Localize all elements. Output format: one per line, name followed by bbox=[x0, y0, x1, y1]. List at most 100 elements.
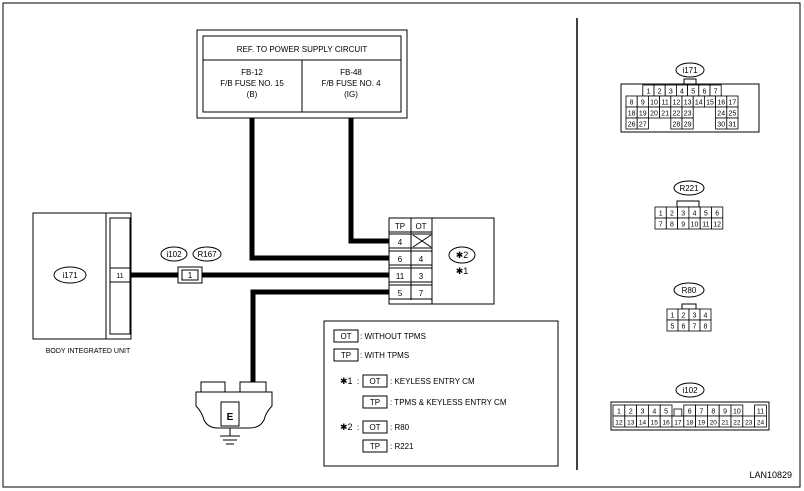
i171-pin-6: 6 bbox=[702, 89, 706, 96]
legend-tp-text: : WITH TPMS bbox=[360, 351, 409, 360]
r80-pin-6: 6 bbox=[682, 324, 686, 331]
i171-pin-7: 7 bbox=[714, 89, 718, 96]
power-supply-title: REF. TO POWER SUPPLY CIRCUIT bbox=[237, 45, 368, 54]
i171-pin-24: 24 bbox=[717, 111, 725, 118]
connector-r80-label: R80 bbox=[682, 286, 697, 295]
i171-pin-22: 22 bbox=[673, 111, 681, 118]
body-integrated-unit: i171 11 BODY INTEGRATED UNIT bbox=[32, 212, 132, 355]
r80-pin-7: 7 bbox=[693, 324, 697, 331]
i171-pin-1: 1 bbox=[646, 89, 650, 96]
module-star1-mark: ✱1 bbox=[456, 266, 469, 276]
r221-pin-1: 1 bbox=[659, 211, 663, 218]
r221-pin-7: 7 bbox=[659, 222, 663, 229]
i171-pin-26: 26 bbox=[628, 122, 636, 129]
i171-pin-31: 31 bbox=[729, 122, 737, 129]
i102-pin-21: 21 bbox=[721, 420, 729, 427]
r80-pin-8-cell bbox=[699, 319, 712, 332]
i102-pin-19: 19 bbox=[698, 420, 706, 427]
wire-fuse15 bbox=[249, 118, 389, 261]
module-row4-tp: 5 bbox=[398, 289, 403, 298]
legend-star2: ✱2 bbox=[340, 422, 353, 432]
module-row2-tp: 6 bbox=[398, 255, 403, 264]
i102-pin-4: 4 bbox=[652, 409, 656, 416]
legend-ot-text: : WITHOUT TPMS bbox=[360, 332, 426, 341]
legend-star2-ot-key: OT bbox=[369, 423, 380, 432]
legend-star2-colon: : bbox=[357, 423, 359, 432]
legend-star1-colon: : bbox=[357, 377, 359, 386]
joint-connector: i102 R167 1 bbox=[160, 246, 222, 284]
i171-pin-25: 25 bbox=[729, 111, 737, 118]
body-unit-label: BODY INTEGRATED UNIT bbox=[46, 348, 131, 355]
i171-pin-21: 21 bbox=[661, 111, 669, 118]
r221-pin-12: 12 bbox=[713, 222, 721, 229]
fuse-15-connector: FB-12 bbox=[241, 68, 263, 77]
wire-ground bbox=[250, 289, 389, 386]
i102-pin-17: 17 bbox=[674, 420, 682, 427]
module-row3-tp: 11 bbox=[396, 272, 405, 281]
body-unit-connector-label: i171 bbox=[62, 271, 78, 280]
i102-pin-20: 20 bbox=[710, 420, 718, 427]
body-unit-pin: 11 bbox=[116, 273, 123, 280]
i102-pin-5: 5 bbox=[664, 409, 668, 416]
r221-pin-11: 11 bbox=[702, 222, 709, 229]
i102-pin-10: 10 bbox=[733, 409, 741, 416]
i171-pin-29: 29 bbox=[684, 122, 692, 129]
r80-pin-2: 2 bbox=[682, 313, 686, 320]
ground-symbol: E bbox=[195, 381, 273, 445]
legend-star2-tp-text: : R221 bbox=[390, 442, 414, 451]
r80-pin-4: 4 bbox=[704, 313, 708, 320]
i171-pin-27: 27 bbox=[639, 122, 647, 129]
r80-pin-3: 3 bbox=[693, 313, 697, 320]
connector-i171-label: i171 bbox=[682, 66, 698, 75]
r221-pin-2: 2 bbox=[670, 211, 674, 218]
legend-star1-tp-text: : TPMS & KEYLESS ENTRY CM bbox=[390, 398, 507, 407]
r221-pin-9: 9 bbox=[681, 222, 685, 229]
diagram-code: LAN10829 bbox=[749, 470, 792, 480]
i171-pin-15: 15 bbox=[706, 100, 714, 107]
i171-pin-20: 20 bbox=[650, 111, 658, 118]
module-row1-tp: 4 bbox=[398, 238, 403, 247]
legend-star1: ✱1 bbox=[340, 376, 353, 386]
i171-pin-30: 30 bbox=[717, 122, 725, 129]
r221-pin-12-cell bbox=[711, 217, 724, 230]
wires bbox=[131, 118, 389, 386]
connector-r221-label: R221 bbox=[679, 184, 699, 193]
i171-pin-11: 11 bbox=[662, 100, 669, 107]
i171-pin-18: 18 bbox=[628, 111, 636, 118]
i102-pin-3: 3 bbox=[641, 409, 645, 416]
legend-star2-tp-key: TP bbox=[370, 442, 380, 451]
i171-pin-9: 9 bbox=[641, 100, 645, 107]
module-connector: TP OT 4 6 4 11 3 5 7 ✱2 ✱1 bbox=[388, 217, 495, 305]
module-row2-ot: 4 bbox=[419, 255, 424, 264]
i171-pin-23: 23 bbox=[684, 111, 692, 118]
fuse-15-label: F/B FUSE NO. 15 bbox=[220, 79, 284, 88]
i171-pin-8: 8 bbox=[630, 100, 634, 107]
module-row4-ot: 7 bbox=[419, 289, 424, 298]
power-supply-box: REF. TO POWER SUPPLY CIRCUIT FB-12 F/B F… bbox=[196, 29, 408, 119]
joint-conn-b-label: R167 bbox=[197, 250, 217, 259]
i171-pin-2: 2 bbox=[658, 89, 662, 96]
i171-pin-5: 5 bbox=[691, 89, 695, 96]
i102-pin-1: 1 bbox=[617, 409, 621, 416]
joint-pin: 1 bbox=[188, 271, 193, 280]
i102-pin-9: 9 bbox=[723, 409, 727, 416]
i102-pin-24: 24 bbox=[757, 420, 765, 427]
i102-pin-2: 2 bbox=[629, 409, 633, 416]
module-star2-mark: ✱2 bbox=[456, 250, 469, 260]
legend-tp-key: TP bbox=[341, 351, 351, 360]
i102-pin-23: 23 bbox=[745, 420, 753, 427]
r221-pin-4: 4 bbox=[693, 211, 697, 218]
fuse-4-type: (IG) bbox=[344, 90, 358, 99]
i171-pin-3: 3 bbox=[669, 89, 673, 96]
r80-pin-8: 8 bbox=[704, 324, 708, 331]
fuse-15-type: (B) bbox=[247, 90, 258, 99]
i102-pin-12: 12 bbox=[615, 420, 623, 427]
i171-pin-17: 17 bbox=[729, 100, 737, 107]
legend-ot-key: OT bbox=[340, 332, 351, 341]
wire-fuse4 bbox=[348, 118, 389, 244]
